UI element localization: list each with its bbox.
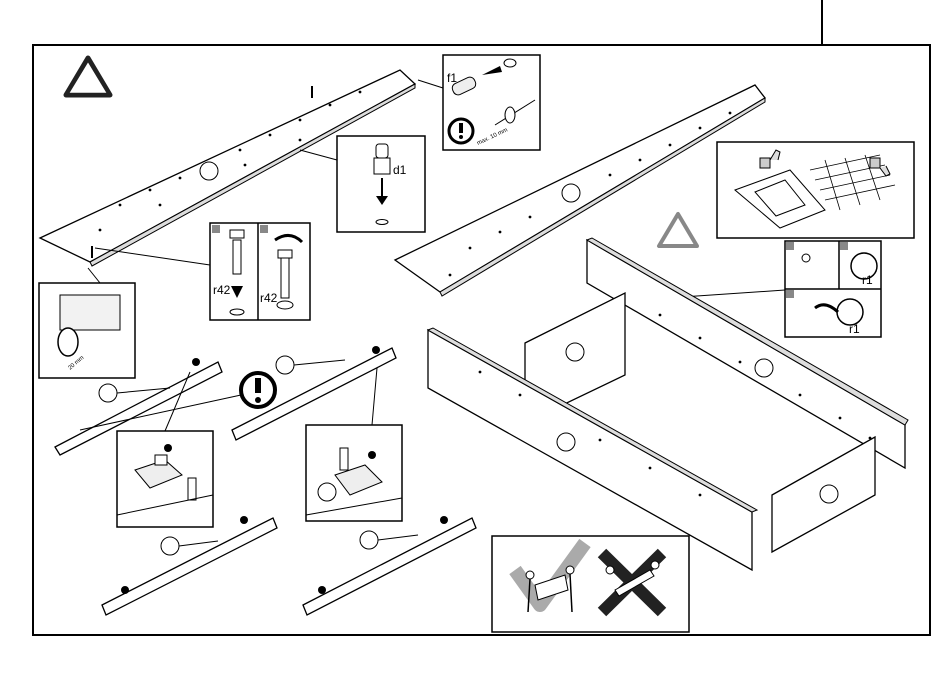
rail-lower-left xyxy=(102,516,277,615)
rail-lower-center xyxy=(303,516,476,615)
carry-instruction-box xyxy=(492,536,689,632)
dowel-label: f1 xyxy=(447,71,457,85)
cam-bolt-right-label: r42 xyxy=(260,291,278,305)
pin-label: d1 xyxy=(393,163,407,177)
pin-callout: d1 xyxy=(300,136,425,232)
work-surface-callout xyxy=(717,142,914,238)
dowel-callout: f1 max. 10 mm xyxy=(418,55,540,150)
cam-lock-top-label: r1 xyxy=(862,273,873,287)
edge-dowel-callout: 20 mm xyxy=(39,268,135,378)
caution-circle-icon xyxy=(449,119,473,143)
warning-triangle-icon xyxy=(66,58,110,95)
cam-lock-bottom-label: r1 xyxy=(849,322,860,336)
cam-bolt-left-label: r42 xyxy=(213,283,231,297)
warning-triangle-outline-icon xyxy=(659,214,697,246)
